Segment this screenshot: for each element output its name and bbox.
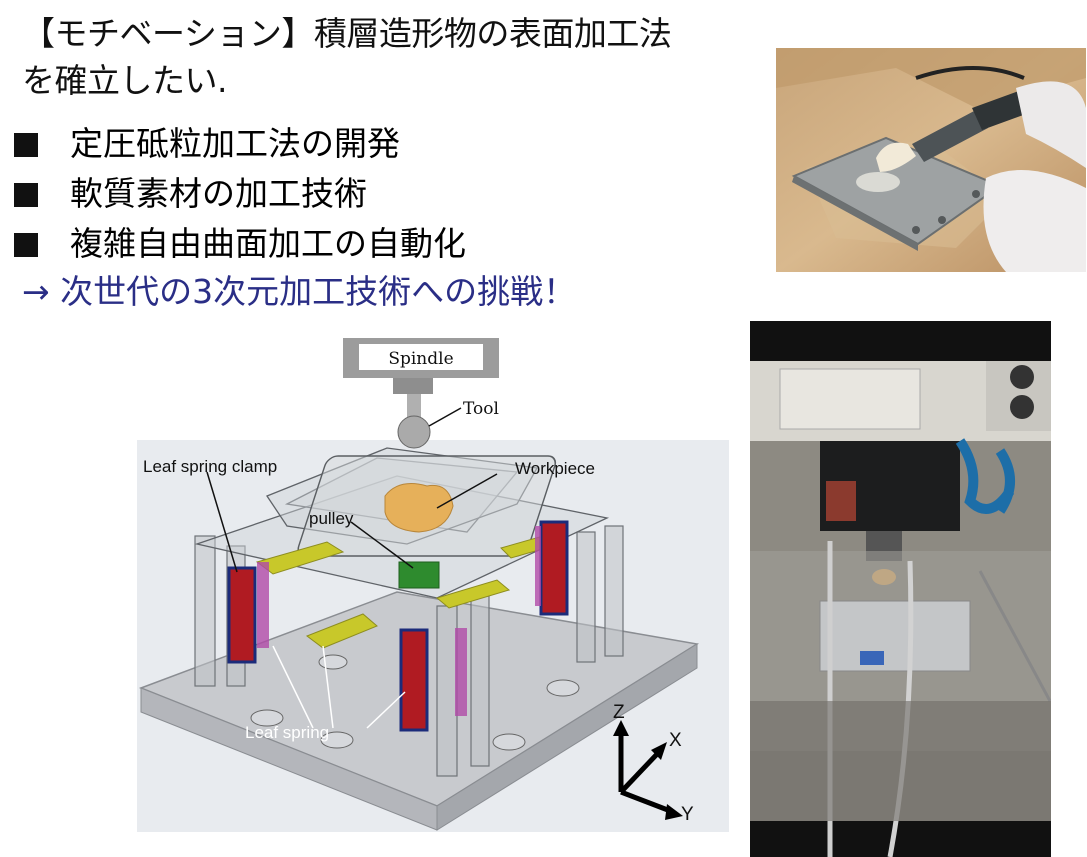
axis-z-label: Z — [613, 702, 625, 723]
hand-polishing-photo — [776, 48, 1086, 272]
motivation-line-1: 【モチベーション】積層造形物の表面加工法 — [22, 14, 672, 53]
square-bullet-icon — [14, 183, 38, 207]
leaf-spring-clamp-label: Leaf spring clamp — [143, 457, 277, 476]
square-bullet-icon — [14, 133, 38, 157]
axis-y-label: Y — [681, 804, 694, 825]
pulley — [398, 561, 440, 589]
fixture-diagram: Spindle Tool — [137, 336, 729, 832]
tool-ball — [397, 415, 431, 449]
bullet-text-1: 定圧砥粒加工法の開発 — [70, 124, 400, 163]
axis-triad — [618, 732, 674, 815]
motivation-text: 【モチベーション】積層造形物の表面加工法 を確立したい. — [22, 10, 762, 104]
bullet-text-2: 軟質素材の加工技術 — [70, 174, 367, 213]
challenge-arrow-text: → 次世代の3次元加工技術への挑戦！ — [22, 272, 577, 311]
spindle-label: Spindle — [388, 349, 453, 369]
pulley-label: pulley — [309, 509, 354, 528]
clamp-left — [227, 566, 257, 664]
clamp-front — [399, 628, 429, 732]
workpiece — [384, 483, 454, 533]
motivation-line-2: を確立したい. — [22, 61, 228, 100]
bullet-item-2: 軟質素材の加工技術 — [8, 168, 367, 222]
bullet-item-1: 定圧砥粒加工法の開発 — [8, 118, 400, 172]
square-bullet-icon — [14, 233, 38, 257]
axis-x-label: X — [669, 730, 682, 751]
bullet-item-3: 複雑自由曲面加工の自動化 — [8, 218, 466, 272]
tool-label: Tool — [463, 399, 499, 419]
machine-setup-photo — [750, 321, 1051, 857]
leaf-spring-label: Leaf spring — [245, 723, 329, 742]
clamp-right — [539, 520, 569, 616]
workpiece-label: Workpiece — [515, 459, 595, 478]
bullet-text-3: 複雑自由曲面加工の自動化 — [70, 224, 466, 263]
